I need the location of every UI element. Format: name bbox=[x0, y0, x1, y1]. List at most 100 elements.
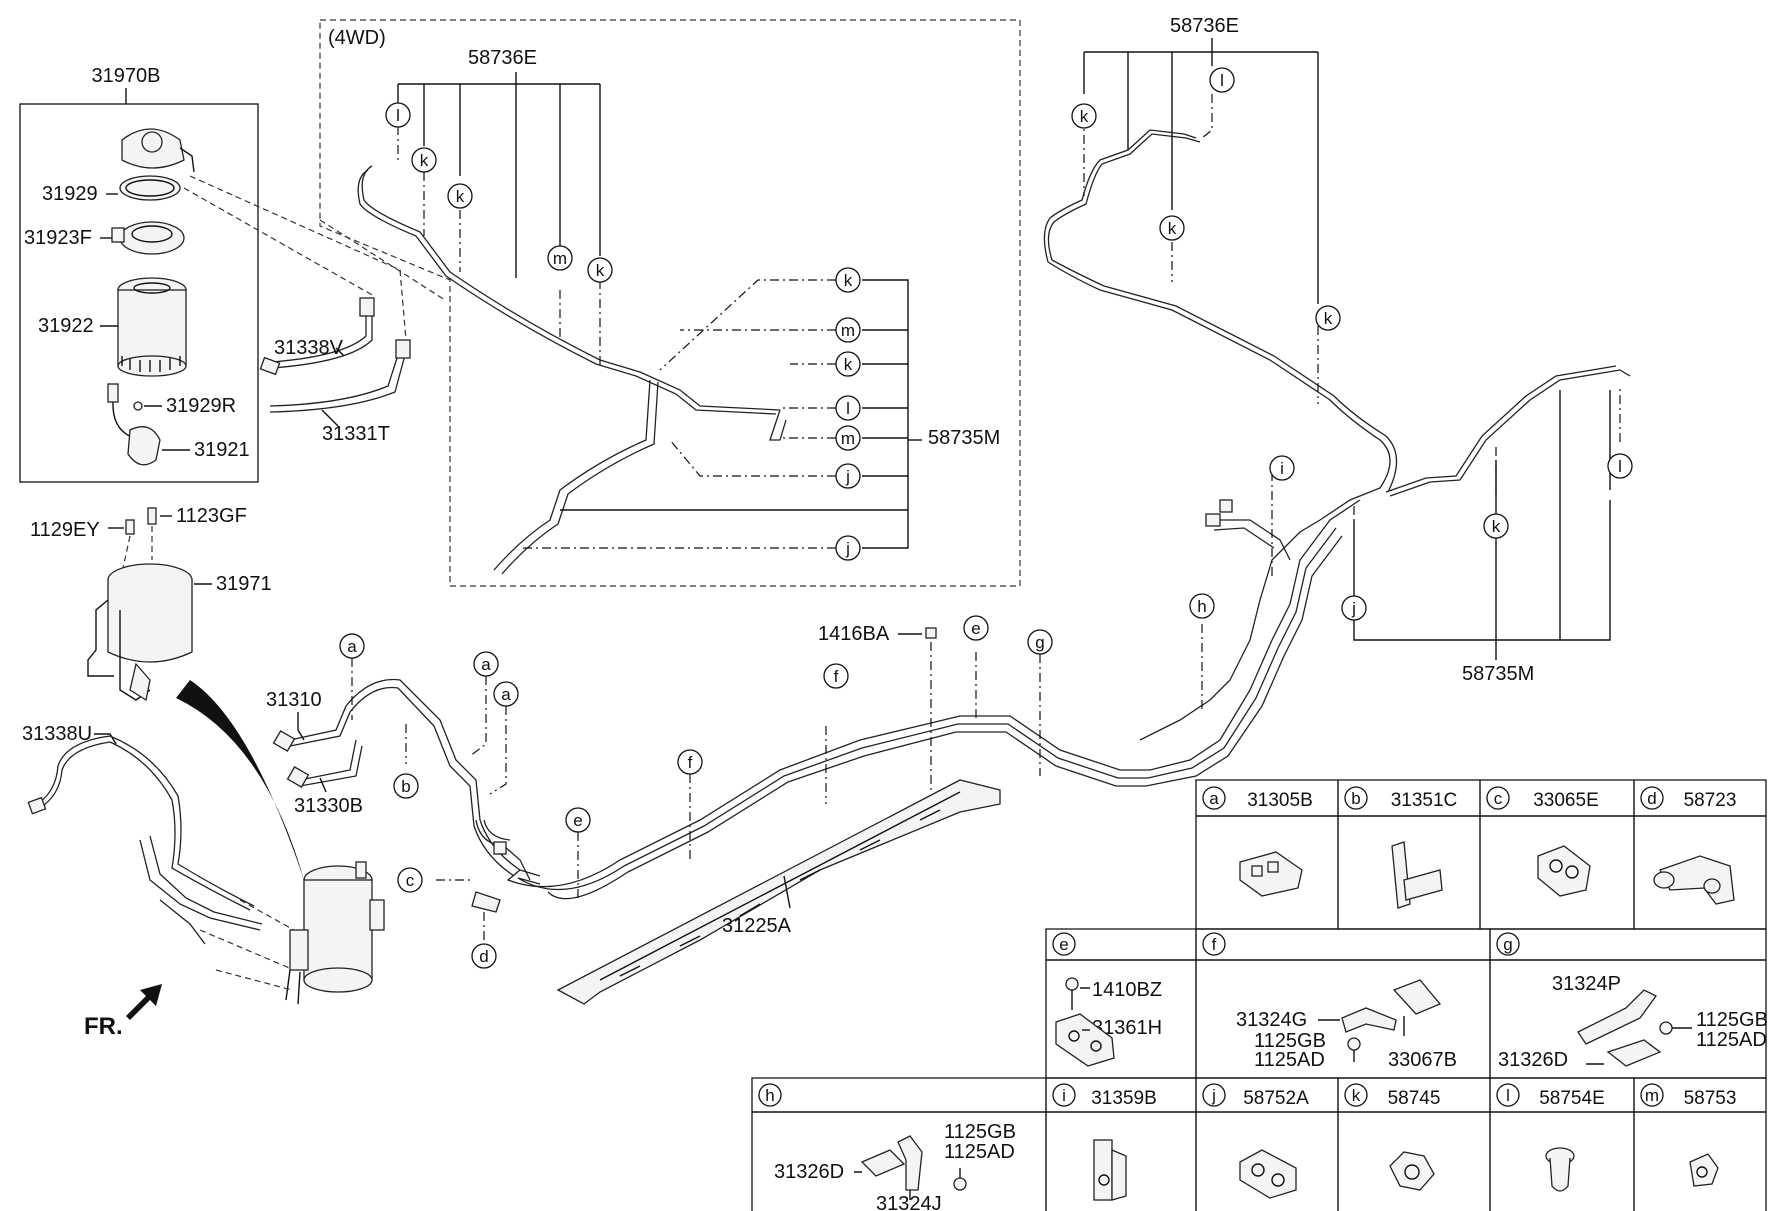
part-label-1416BA: 1416BA bbox=[818, 623, 890, 645]
filter-box-title: 31970B bbox=[92, 65, 161, 87]
legend-m-letter: m bbox=[1645, 1086, 1659, 1105]
callout-left-5-letter: k bbox=[596, 261, 605, 280]
legend-j-letter: j bbox=[1211, 1086, 1216, 1105]
part-label-31929R: 31929R bbox=[166, 395, 236, 417]
callout-line-a1 bbox=[339, 633, 365, 659]
fuel-hose-group: 31338V 31331T bbox=[183, 175, 446, 445]
callout-left-2 bbox=[411, 147, 437, 173]
callout-left-1 bbox=[385, 102, 411, 128]
legend-g-sub-3: 1125AD bbox=[1696, 1029, 1767, 1051]
filter-cartridge-part bbox=[117, 277, 187, 377]
callout-line-c-letter: c bbox=[406, 871, 415, 890]
callout-right-top-4 bbox=[1315, 305, 1341, 331]
callout-right-top-3-letter: k bbox=[1168, 219, 1177, 238]
filter-bracket-group: 1129EY 1123GF 31971 bbox=[30, 505, 272, 702]
callout-center-6 bbox=[835, 463, 861, 489]
callout-center-2 bbox=[835, 317, 861, 343]
callout-line-c bbox=[397, 867, 423, 893]
callout-line-g-letter: g bbox=[1035, 633, 1044, 652]
legend-k-letter: k bbox=[1352, 1086, 1361, 1105]
legend-f-badge bbox=[1202, 932, 1226, 956]
front-marker-label: FR. bbox=[84, 1013, 123, 1040]
callout-line-e1 bbox=[565, 807, 591, 833]
callout-right-top-3 bbox=[1159, 215, 1185, 241]
legend-i-part: 31359B bbox=[1091, 1088, 1157, 1109]
legend-d-letter: d bbox=[1647, 789, 1656, 808]
legend-j-badge bbox=[1202, 1083, 1226, 1107]
water-sensor-part bbox=[107, 383, 161, 466]
nut-1416BA-group: 1416BA bbox=[818, 623, 937, 790]
lower-filter-group: 31338U FR. bbox=[22, 680, 385, 1040]
callout-left-4-letter: m bbox=[553, 249, 567, 268]
part-label-31310: 31310 bbox=[266, 689, 322, 711]
legend-h-badge bbox=[758, 1083, 782, 1107]
callout-line-d-letter: d bbox=[479, 947, 488, 966]
callout-left-4 bbox=[547, 245, 573, 271]
filter-housing-part bbox=[285, 861, 385, 1005]
bolt-1129EY-icon bbox=[125, 519, 135, 535]
legend-b-clip-icon bbox=[1391, 841, 1443, 909]
legend-f-sub-3: 1125AD bbox=[1254, 1049, 1325, 1071]
legend-k-clip-icon bbox=[1389, 1151, 1435, 1191]
callout-line-g bbox=[1027, 629, 1053, 655]
callout-center-3 bbox=[835, 351, 861, 377]
legend-g-letter: g bbox=[1503, 935, 1512, 954]
legend-e-bracket-icon bbox=[1055, 977, 1115, 1067]
callout-left-1-letter: l bbox=[396, 106, 400, 125]
part-label-58736E-right: 58736E bbox=[1170, 15, 1239, 37]
legend-f-sub-1: 31324G bbox=[1236, 1009, 1307, 1031]
filter-head-part bbox=[121, 128, 195, 173]
callout-right-bottom-l bbox=[1607, 453, 1633, 479]
part-label-31338V: 31338V bbox=[274, 337, 344, 359]
callout-line-e1-letter: e bbox=[573, 811, 582, 830]
callout-center-7-letter: j bbox=[845, 539, 850, 558]
callout-center-1 bbox=[835, 267, 861, 293]
legend-h-sub-2: 1125AD bbox=[944, 1141, 1015, 1163]
callout-left-5 bbox=[587, 257, 613, 283]
callout-center-5 bbox=[835, 425, 861, 451]
legend-c-part: 33065E bbox=[1533, 790, 1599, 811]
legend-l-part: 58754E bbox=[1539, 1088, 1605, 1109]
legend-k-part: 58745 bbox=[1388, 1088, 1441, 1109]
callout-line-a3 bbox=[493, 681, 519, 707]
legend-a-letter: a bbox=[1209, 789, 1219, 808]
filter-cap-part bbox=[111, 221, 185, 255]
part-label-1129EY: 1129EY bbox=[30, 519, 100, 541]
callout-right-top-4-letter: k bbox=[1324, 309, 1333, 328]
legend-j-clip-icon bbox=[1239, 1149, 1297, 1199]
legend-l-badge bbox=[1496, 1083, 1520, 1107]
four-wd-note: (4WD) bbox=[328, 27, 386, 49]
callout-right-top-1-letter: k bbox=[1080, 107, 1089, 126]
part-label-31225A: 31225A bbox=[722, 915, 792, 937]
legend-e-letter: e bbox=[1059, 935, 1068, 954]
legend-b-part: 31351C bbox=[1391, 790, 1458, 811]
legend-c-clip-icon bbox=[1537, 845, 1591, 897]
part-label-31330B: 31330B bbox=[294, 795, 363, 817]
part-label-31971: 31971 bbox=[216, 573, 272, 595]
callout-line-f1 bbox=[677, 749, 703, 775]
legend-i-badge bbox=[1052, 1083, 1076, 1107]
callout-center-4 bbox=[835, 395, 861, 421]
legend-f-letter: f bbox=[1212, 935, 1217, 954]
part-label-58735M-center: 58735M bbox=[928, 427, 1000, 449]
bolt-1123GF-icon bbox=[147, 507, 157, 525]
legend-j-part: 58752A bbox=[1243, 1088, 1309, 1109]
right-upper-lines: 58736E k l k k bbox=[1043, 15, 1398, 741]
legend-c-letter: c bbox=[1494, 789, 1503, 808]
part-label-31338U: 31338U bbox=[22, 723, 92, 745]
legend-d-part: 58723 bbox=[1684, 790, 1737, 811]
callout-right-bottom-j-letter: j bbox=[1351, 599, 1356, 618]
callout-right-bottom-h bbox=[1189, 593, 1215, 619]
callout-right-bottom-k bbox=[1483, 513, 1509, 539]
legend-i-clip-icon bbox=[1093, 1139, 1127, 1201]
callout-left-3 bbox=[447, 183, 473, 209]
legend-h-sub-3: 31326D bbox=[774, 1161, 844, 1183]
part-label-31923F: 31923F bbox=[24, 227, 92, 249]
legend-f-sub-4: 33067B bbox=[1388, 1049, 1457, 1071]
legend-e-badge bbox=[1052, 932, 1076, 956]
legend-d-badge bbox=[1640, 786, 1664, 810]
part-label-31929: 31929 bbox=[42, 183, 98, 205]
part-label-58736E-left: 58736E bbox=[468, 47, 537, 69]
legend-g-sub-2: 1125GB bbox=[1696, 1009, 1768, 1031]
